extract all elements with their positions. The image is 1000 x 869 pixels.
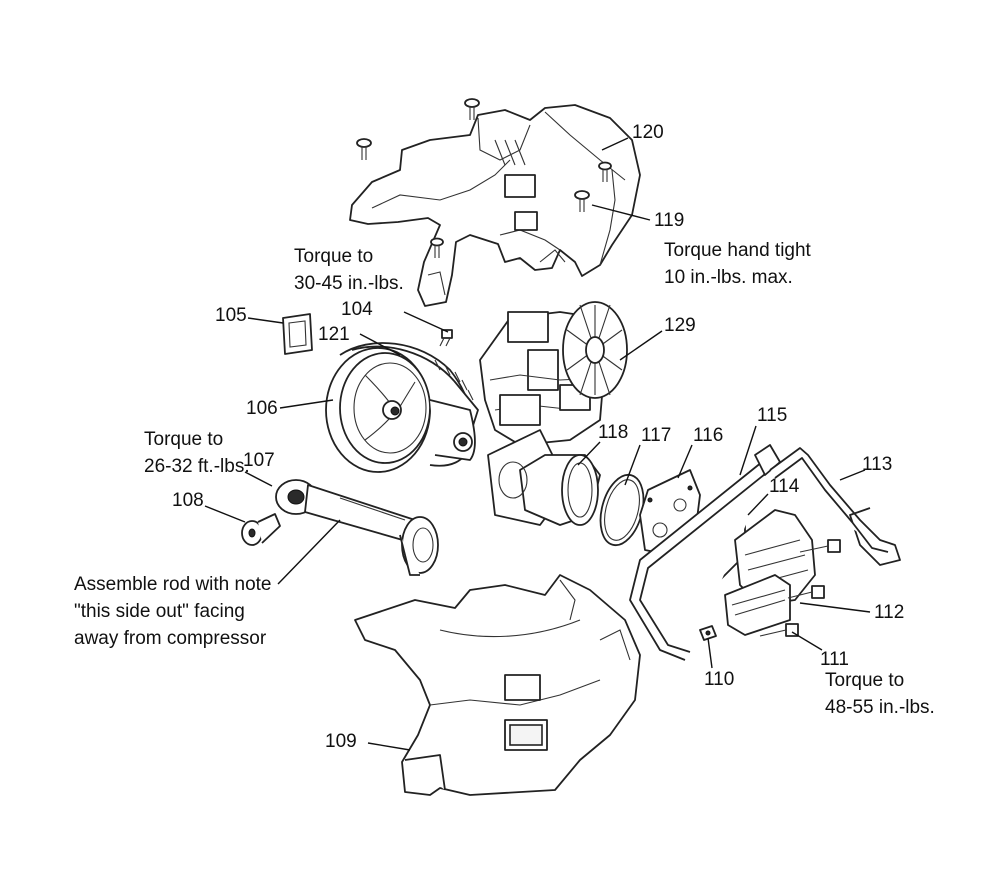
callout-112: 112 (874, 602, 904, 623)
callout-115: 115 (757, 405, 787, 426)
callout-129: 129 (664, 315, 696, 336)
callout-120: 120 (632, 122, 664, 143)
callout-110: 110 (704, 669, 734, 690)
leader-lines (204, 137, 871, 751)
callout-105: 105 (215, 305, 247, 326)
part-120-upper-shroud (349, 104, 641, 307)
part-113-handle (769, 447, 901, 566)
callout-113: 113 (862, 454, 892, 475)
callout-114: 114 (769, 476, 800, 497)
callout-108: 108 (172, 490, 204, 511)
note-assemble-rod: Assemble rod with note "this side out" f… (74, 574, 272, 649)
part-109-lower-shroud (354, 574, 641, 796)
note-line: Torque to (294, 246, 373, 267)
part-104-screw (439, 329, 453, 347)
note-torque-hand-tight: Torque hand tight 10 in.-lbs. max. (664, 240, 812, 288)
note-line: 30-45 in.-lbs. (294, 273, 404, 294)
note-line: "this side out" facing (74, 601, 245, 622)
callout-116: 116 (693, 425, 723, 446)
note-line: Torque to (144, 429, 223, 450)
callout-109: 109 (325, 731, 357, 752)
part-129-fan (562, 301, 628, 399)
callout-119: 119 (654, 210, 684, 231)
part-112-head (724, 509, 816, 636)
note-torque-48-55: Torque to 48-55 in.-lbs. (825, 670, 935, 718)
callout-118: 118 (598, 422, 628, 443)
callout-107: 107 (243, 450, 275, 471)
note-line: Assemble rod with note (74, 574, 272, 595)
note-torque-30-45: Torque to 30-45 in.-lbs. (294, 246, 404, 294)
note-line: 48-55 in.-lbs. (825, 697, 935, 718)
note-line: Torque to (825, 670, 904, 691)
part-107-connecting-rod (275, 479, 439, 576)
note-line: Torque hand tight (664, 240, 812, 261)
note-line: 26-32 ft.-lbs. (144, 456, 250, 477)
part-106-pulley-belt (325, 342, 479, 473)
callout-106: 106 (246, 398, 278, 419)
note-line: 10 in.-lbs. max. (664, 267, 793, 288)
note-line: away from compressor (74, 628, 267, 649)
part-105-filter (282, 313, 313, 355)
callout-117: 117 (641, 425, 671, 446)
part-118-cylinder (487, 429, 601, 526)
callout-labels: 120 119 104 105 121 129 106 118 117 116 … (172, 122, 904, 752)
part-111-bolts (759, 539, 841, 637)
callout-111: 111 (820, 649, 849, 670)
callout-104: 104 (341, 299, 373, 320)
part-119-screws (356, 98, 612, 258)
note-torque-26-32: Torque to 26-32 ft.-lbs. (144, 429, 250, 477)
part-108-screw (241, 513, 281, 546)
callout-121: 121 (318, 324, 350, 345)
part-110-clip (699, 625, 717, 641)
